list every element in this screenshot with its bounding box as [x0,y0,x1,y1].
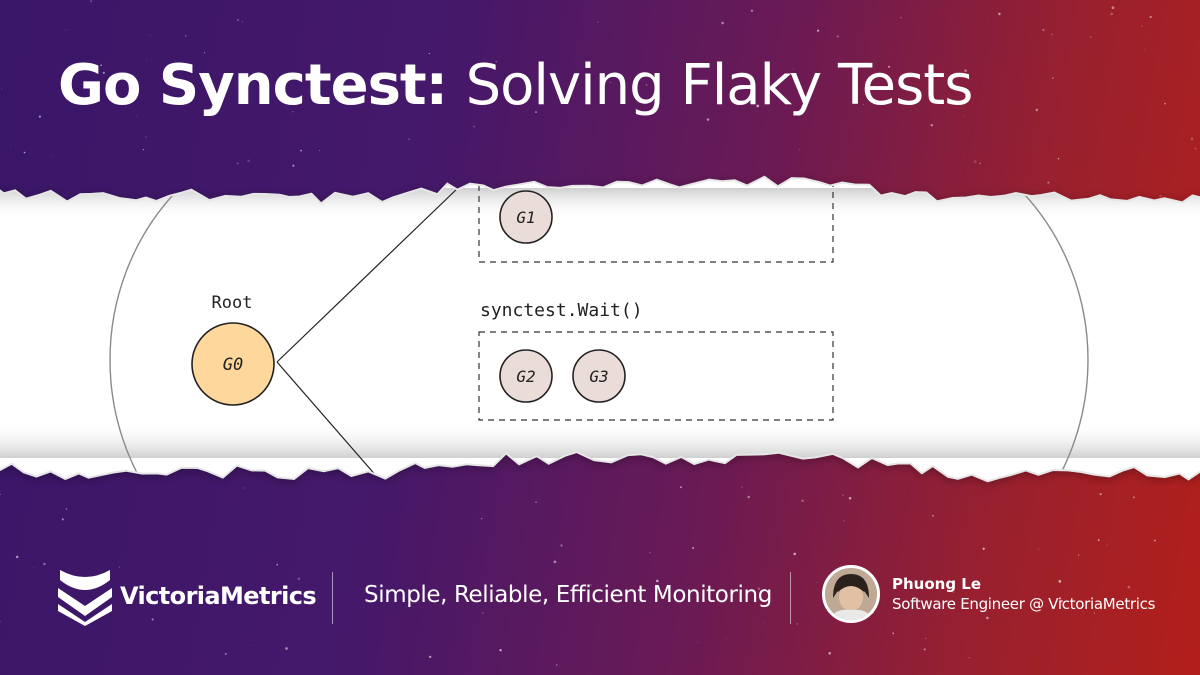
brand: VictoriaMetrics [56,566,317,626]
page-title: Go Synctest: Solving Flaky Tests [58,53,974,118]
goroutine-node-g3 [572,349,626,403]
root-node-label: G0 [223,355,243,375]
author-photo [822,565,880,623]
goroutine-node-g1 [499,190,553,244]
author: Phuong Le Software Engineer @ VictoriaMe… [822,565,1155,623]
wait-label: synctest.Wait() [480,300,643,321]
author-name: Phuong Le [892,575,982,593]
footer-divider-right [790,572,791,624]
diagram: Root G0 G1 synctest.Wait() G2 G3 [0,176,1200,482]
paper-strip [0,176,1200,482]
group-box-wait [478,331,834,421]
group-box-top [478,176,834,263]
torn-edge-top [0,175,1200,205]
title-light: Solving Flaky Tests [465,53,974,118]
node-label-g2: G2 [516,367,535,386]
author-role: Software Engineer @ VictoriaMetrics [892,595,1156,613]
root-node [191,322,275,406]
brand-name: VictoriaMetrics [120,582,317,610]
node-label-g1: G1 [516,208,535,227]
branch-line-down [276,361,379,479]
title-bold: Go Synctest: [58,53,448,118]
author-text: Phuong Le Software Engineer @ VictoriaMe… [892,574,1155,614]
tagline: Simple, Reliable, Efficient Monitoring [364,582,772,608]
branch-line-up [276,185,461,363]
node-label-g3: G3 [589,367,608,386]
torn-edge-bottom [0,451,1200,483]
goroutine-node-g2 [499,349,553,403]
footer-divider-left [332,572,333,624]
bubble-outline [109,176,1089,482]
victoriametrics-logo-icon [58,570,112,626]
root-label: Root [212,293,253,313]
